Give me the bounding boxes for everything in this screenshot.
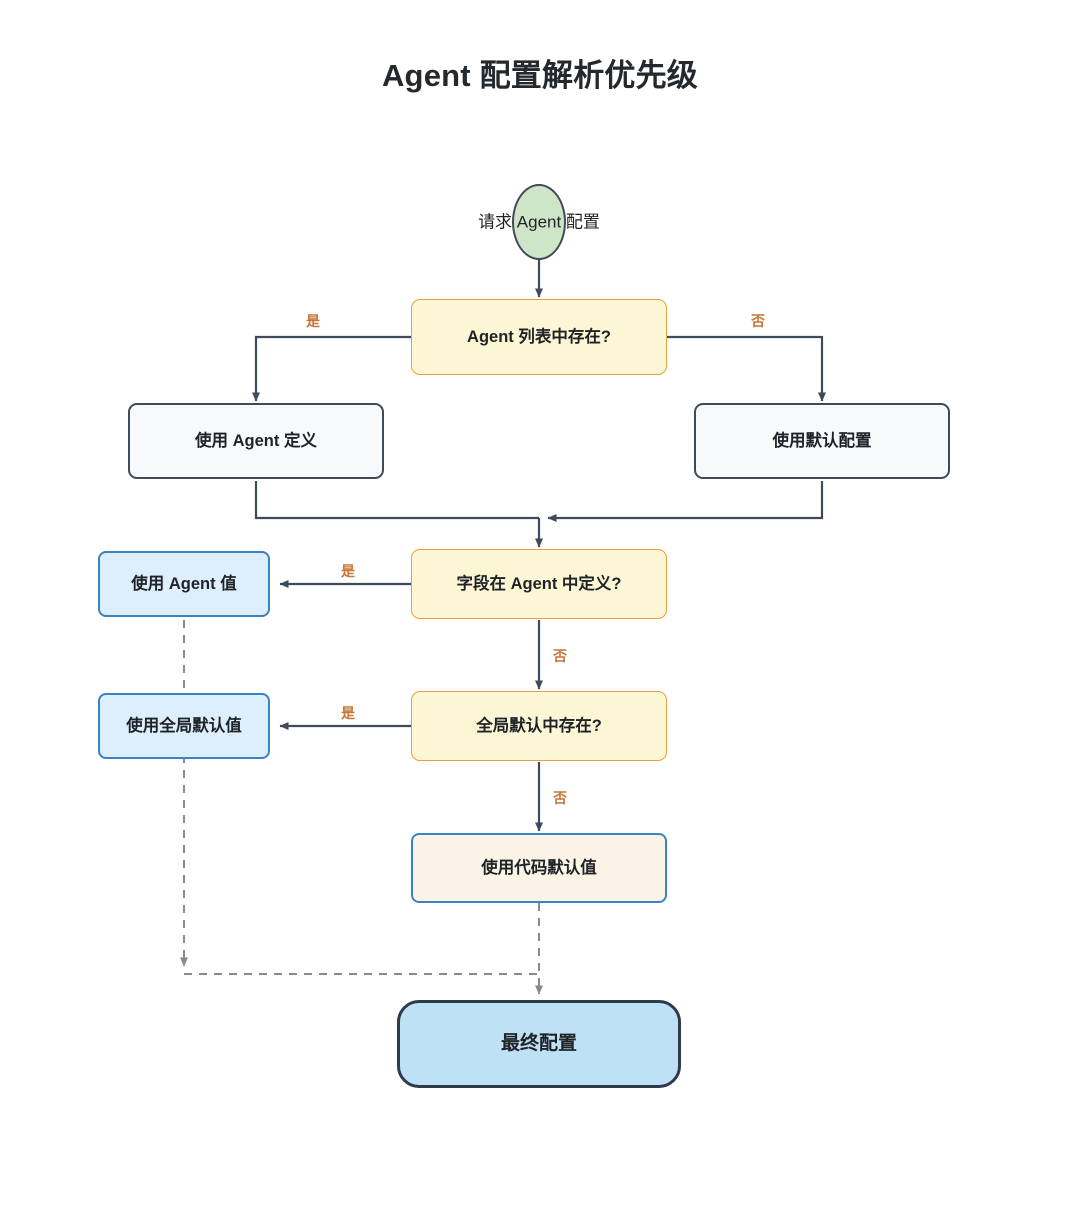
edge-usedefault-to-merge — [547, 481, 824, 522]
edge-d1-no — [667, 335, 826, 402]
node-start[interactable]: 请求 Agent 配置 — [478, 184, 600, 260]
edge-useagentdef-to-merge — [254, 481, 539, 520]
edge-label-d3-no: 否 — [553, 790, 567, 806]
node-final-config[interactable]: 最终配置 — [397, 1000, 681, 1088]
node-use-default-config[interactable]: 使用默认配置 — [694, 403, 950, 479]
node-use-agent-definition[interactable]: 使用 Agent 定义 — [128, 403, 384, 479]
node-decision-agent-in-list[interactable]: Agent 列表中存在? — [411, 299, 667, 375]
node-use-global-default[interactable]: 使用全局默认值 — [98, 693, 270, 759]
edge-label-d1-yes: 是 — [306, 313, 320, 329]
node-decision-global-default[interactable]: 全局默认中存在? — [411, 691, 667, 761]
edge-label-d2-no: 否 — [553, 648, 567, 664]
node-use-agent-value[interactable]: 使用 Agent 值 — [98, 551, 270, 617]
edge-d1-yes — [252, 335, 411, 402]
page-title: Agent 配置解析优先级 — [381, 58, 699, 93]
node-decision-field-in-agent[interactable]: 字段在 Agent 中定义? — [411, 549, 667, 619]
edge-label-d2-yes: 是 — [341, 563, 355, 579]
edge-label-d3-yes: 是 — [341, 705, 355, 721]
edge-label-d1-no: 否 — [751, 313, 765, 329]
node-use-code-default[interactable]: 使用代码默认值 — [411, 833, 667, 903]
node-start-label: 请求 Agent 配置 — [478, 212, 600, 232]
